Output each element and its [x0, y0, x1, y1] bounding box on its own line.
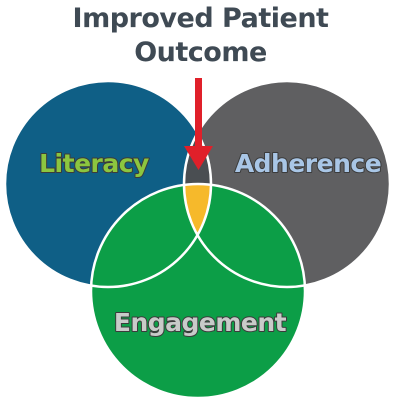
down-arrow-icon [184, 78, 213, 170]
engagement-label: Engagement [114, 308, 287, 337]
adherence-label: Adherence [235, 149, 381, 178]
literacy-label: Literacy [39, 149, 149, 178]
engagement-circle [91, 184, 305, 398]
title-line-1: Improved Patient [72, 3, 329, 34]
circle-outlines [3, 79, 392, 400]
title-line-2: Outcome [134, 37, 267, 68]
diagram-title: Improved Patient Outcome [0, 2, 401, 70]
